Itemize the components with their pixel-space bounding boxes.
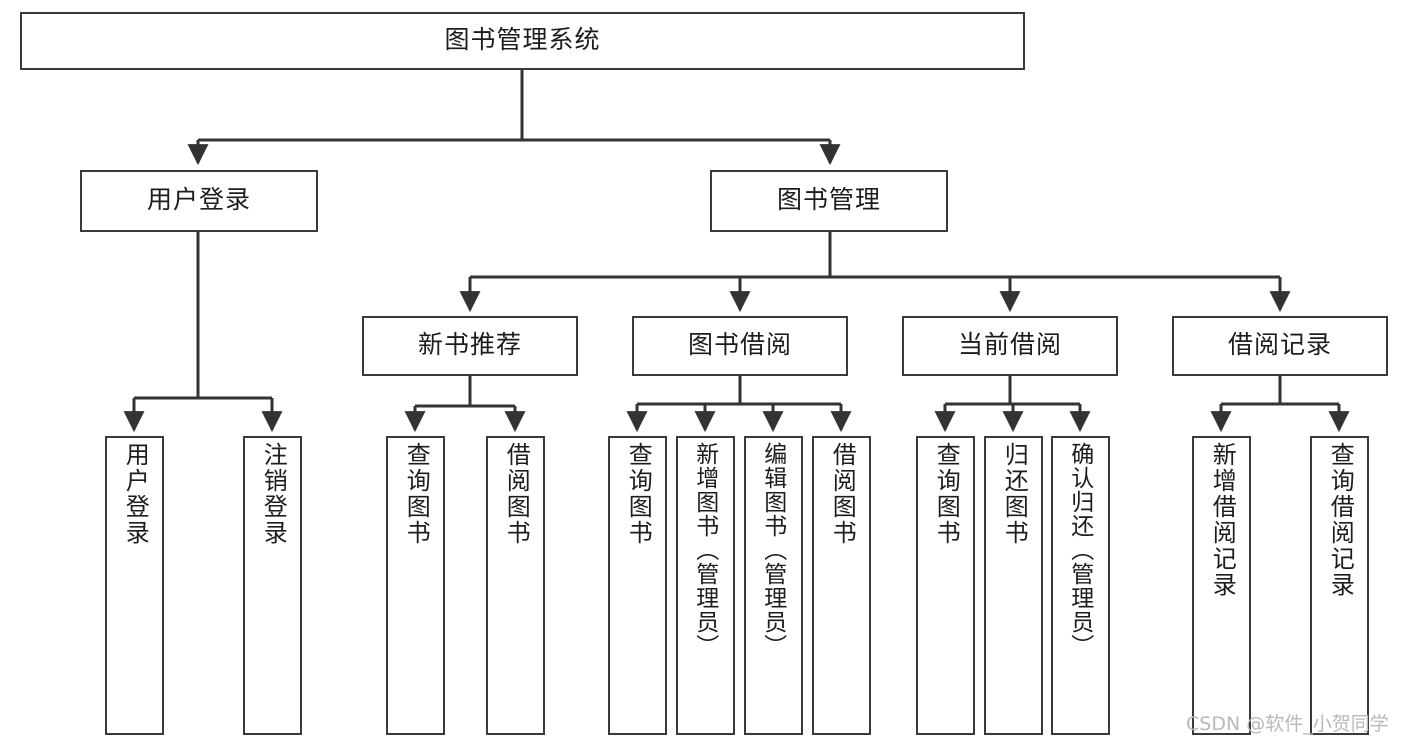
leaf-query-book-current[interactable]: 查询图书	[916, 436, 975, 735]
node-current-borrow[interactable]: 当前借阅	[902, 316, 1118, 376]
node-label: 确认归还（管理员）	[1067, 442, 1094, 658]
node-new-book-recommend[interactable]: 新书推荐	[362, 316, 578, 376]
node-user-login[interactable]: 用户登录	[80, 170, 318, 232]
leaf-borrow-book[interactable]: 借阅图书	[812, 436, 871, 735]
leaf-query-book-recommend[interactable]: 查询图书	[386, 436, 445, 735]
leaf-edit-book-admin[interactable]: 编辑图书（管理员）	[744, 436, 803, 735]
node-label: 查询图书	[932, 442, 960, 546]
leaf-return-book[interactable]: 归还图书	[984, 436, 1043, 735]
node-label: 查询借阅记录	[1326, 442, 1354, 598]
node-label: 归还图书	[1000, 442, 1028, 546]
node-book-management[interactable]: 图书管理	[710, 170, 948, 232]
leaf-add-book-admin[interactable]: 新增图书（管理员）	[676, 436, 735, 735]
leaf-borrow-book-recommend[interactable]: 借阅图书	[486, 436, 545, 735]
node-label: 编辑图书（管理员）	[760, 442, 787, 658]
node-label: 用户登录	[146, 186, 251, 215]
node-borrow-record[interactable]: 借阅记录	[1172, 316, 1388, 376]
node-label: 新增图书（管理员）	[692, 442, 719, 658]
leaf-query-borrow-record[interactable]: 查询借阅记录	[1310, 436, 1369, 735]
node-label: 借阅图书	[828, 442, 856, 546]
leaf-user-login[interactable]: 用户登录	[105, 436, 164, 735]
node-label: 新书推荐	[417, 331, 522, 360]
node-label: 查询图书	[402, 442, 430, 546]
node-label: 注销登录	[259, 442, 287, 546]
leaf-confirm-return-admin[interactable]: 确认归还（管理员）	[1051, 436, 1110, 735]
watermark-text: CSDN @软件_小贺同学	[1186, 713, 1389, 735]
node-label: 查询图书	[624, 442, 652, 546]
node-root-system[interactable]: 图书管理系统	[20, 12, 1025, 70]
node-label: 图书管理	[776, 186, 881, 215]
node-label: 图书借阅	[687, 331, 792, 360]
node-book-borrow[interactable]: 图书借阅	[632, 316, 848, 376]
node-label: 当前借阅	[957, 331, 1062, 360]
leaf-query-book-borrow[interactable]: 查询图书	[608, 436, 667, 735]
node-label: 新增借阅记录	[1208, 442, 1236, 598]
node-label: 借阅图书	[502, 442, 530, 546]
node-label: 图书管理系统	[444, 26, 601, 55]
node-label: 用户登录	[121, 442, 149, 546]
leaf-logout[interactable]: 注销登录	[243, 436, 302, 735]
node-label: 借阅记录	[1227, 331, 1332, 360]
leaf-add-borrow-record[interactable]: 新增借阅记录	[1192, 436, 1251, 735]
